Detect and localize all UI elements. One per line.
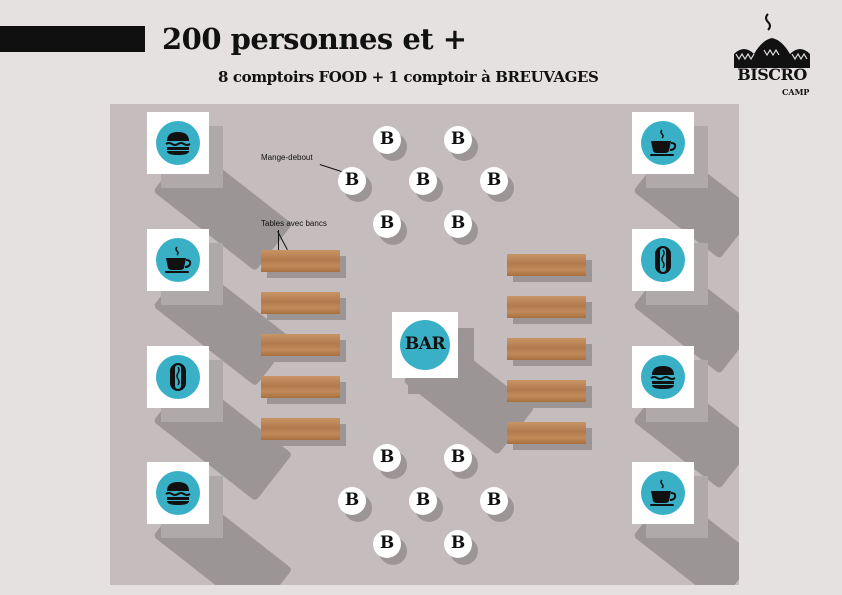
annotation-standing-tables: Mange-debout [261,153,313,162]
bar-counter: BAR [392,312,458,378]
standing-table: B [373,210,401,238]
annotation-bench-tables: Tables avec bancs [261,219,327,228]
bench-table-right-3 [507,338,586,360]
logo-text: BISCRO [737,65,807,84]
burger-icon [165,132,191,155]
standing-table: B [409,167,437,195]
bench-table-right-5 [507,422,586,444]
leader-line [278,230,279,256]
standing-table: B [373,126,401,154]
page-title: 200 personnes et + [162,22,467,56]
bench-table-left-1 [261,250,340,272]
food-booth-left-1 [147,112,209,174]
standing-table: B [373,444,401,472]
food-booth-left-4 [147,462,209,524]
food-booth-right-1 [632,112,694,174]
bench-table-right-2 [507,296,586,318]
bench-table-left-3 [261,334,340,356]
food-booth-right-4 [632,462,694,524]
hotdog-icon [655,246,671,274]
food-booth-left-3 [147,346,209,408]
bench-table-right-1 [507,254,586,276]
coffee-cup-icon [165,246,192,273]
hotdog-icon [170,363,186,391]
standing-table: B [444,444,472,472]
burger-icon [165,482,191,505]
standing-table: B [373,530,401,558]
food-booth-left-2 [147,229,209,291]
logo-subtext: CAMP [782,87,810,97]
floor-plan: BAR Mange-debout Tables avec bancs B B B… [110,104,739,585]
coffee-cup-icon [650,479,677,506]
bench-table-left-5 [261,418,340,440]
header-black-bar [0,26,145,52]
bench-table-left-4 [261,376,340,398]
coffee-cup-icon [650,129,677,156]
page-subtitle: 8 comptoirs FOOD + 1 comptoir à BREUVAGE… [218,68,599,86]
standing-table: B [409,487,437,515]
standing-table: B [444,530,472,558]
biscro-camp-logo: BISCRO CAMP [724,10,820,100]
standing-table: B [338,487,366,515]
standing-table: B [444,126,472,154]
burger-icon [650,366,676,389]
bench-table-left-2 [261,292,340,314]
food-booth-right-2 [632,229,694,291]
standing-table: B [444,210,472,238]
bar-label: BAR [404,334,446,354]
tent-icon [734,13,810,68]
standing-table: B [480,487,508,515]
food-booth-right-3 [632,346,694,408]
bench-table-right-4 [507,380,586,402]
standing-table: B [338,167,366,195]
standing-table: B [480,167,508,195]
